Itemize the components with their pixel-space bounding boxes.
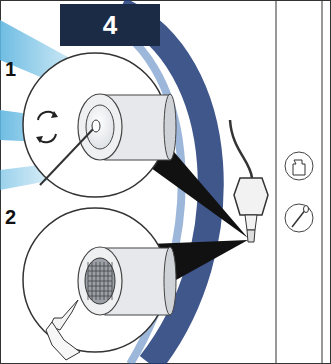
- callout-number: 1: [5, 58, 16, 81]
- step-number: 4: [103, 10, 117, 41]
- callout-number: 2: [5, 206, 16, 229]
- step-box: 4: [60, 4, 160, 46]
